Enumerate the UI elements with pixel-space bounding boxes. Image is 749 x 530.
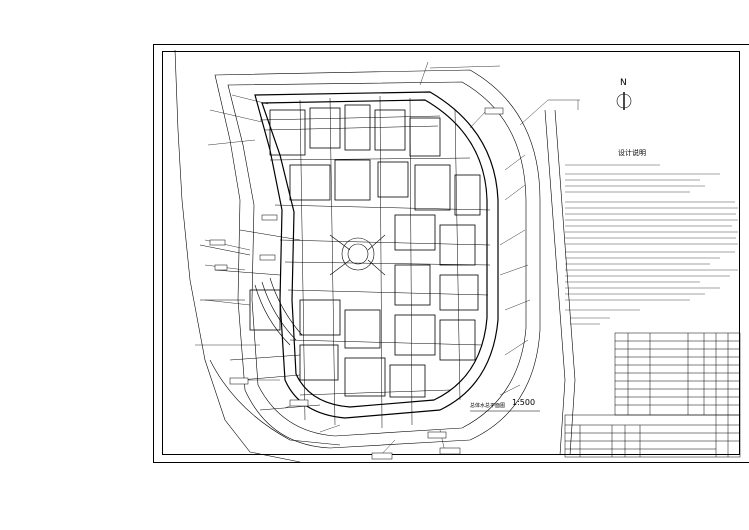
ring-road-inner — [227, 81, 527, 437]
right-road — [544, 109, 566, 456]
north-label: N — [620, 78, 627, 88]
ring-road-outer — [214, 69, 541, 449]
water-pipe-network — [199, 95, 491, 429]
parking-arc — [254, 277, 303, 346]
drawing-frame — [162, 51, 740, 455]
title-block — [564, 414, 741, 458]
north-arrow-icon — [616, 92, 632, 110]
central-plaza — [341, 237, 375, 271]
design-notes-lines — [565, 164, 738, 325]
drawing-sheet — [153, 44, 749, 463]
scale-label: 1:500 — [512, 398, 536, 407]
notes-title: 设计说明 — [618, 149, 646, 157]
building-blocks — [249, 104, 481, 398]
inner-loop-road — [254, 91, 499, 419]
site-boundary — [174, 49, 301, 463]
drawing-title: 总体水总平面图 — [470, 403, 506, 409]
legend-table — [614, 332, 741, 416]
